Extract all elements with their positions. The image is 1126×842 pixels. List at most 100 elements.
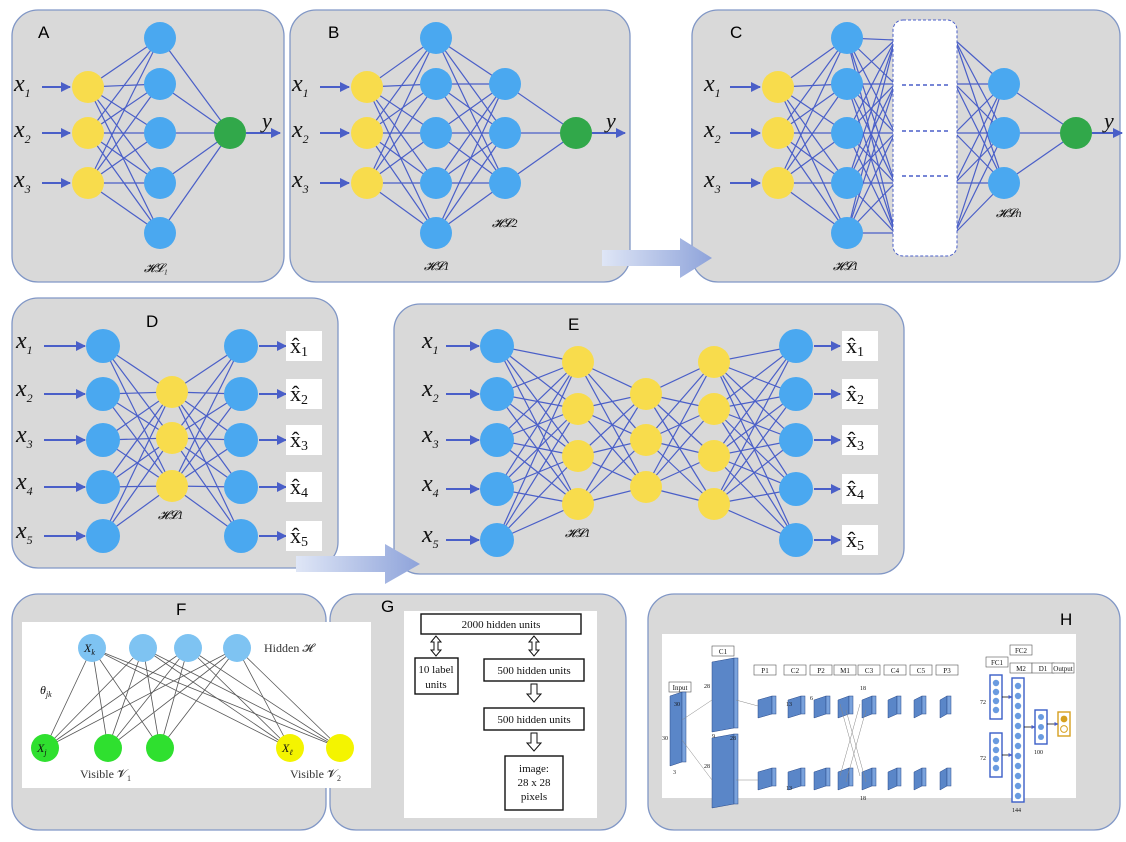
cnn-dim-label: 30 <box>662 736 668 742</box>
cnn-dim-label: 18 <box>860 796 866 802</box>
cnn-label-input: Input <box>673 684 688 692</box>
cnn-block-top <box>813 695 827 719</box>
hidden-node <box>630 378 662 410</box>
hidden-node <box>562 346 594 378</box>
input-node <box>762 167 794 199</box>
cnn-layer-tag <box>833 664 857 676</box>
edge <box>496 361 579 490</box>
output-node <box>779 523 813 557</box>
edge <box>366 83 437 184</box>
hidden-node <box>831 22 863 54</box>
cnn-label-c1: C1 <box>719 648 728 656</box>
rbm-hidden-label: Hidden 𝓗 <box>264 641 316 655</box>
cnn-dim-label: 28 <box>730 736 736 742</box>
hidden-node <box>156 422 188 454</box>
edge <box>366 37 437 134</box>
edge <box>713 345 797 457</box>
edge <box>159 37 231 134</box>
cnn-block-bottom-side <box>771 767 777 787</box>
cnn-block-bottom <box>813 767 827 791</box>
cnn-layer-tag <box>668 681 692 693</box>
transition-arrow-d-to-e <box>296 544 420 584</box>
hidden-node <box>831 217 863 249</box>
edge <box>846 132 896 234</box>
edge <box>496 361 579 541</box>
edge <box>713 361 797 541</box>
hidden-node <box>831 167 863 199</box>
edge <box>366 86 437 184</box>
cnn-block-bottom <box>939 767 948 791</box>
hidden-node <box>630 424 662 456</box>
cnn-fc-node <box>1014 732 1022 740</box>
input-subscript: 1 <box>433 343 439 357</box>
cnn-fc-node <box>1038 714 1044 720</box>
cnn-fc-node <box>1014 692 1022 700</box>
edge <box>87 37 161 184</box>
rbm-edge <box>187 647 341 749</box>
rbm-edge <box>91 647 161 749</box>
output-label-box <box>286 472 322 502</box>
edge <box>846 39 896 234</box>
hidden-layer-label-b1: 𝓗𝓛1 <box>424 259 450 273</box>
cnn-fc-node <box>1014 722 1022 730</box>
output-subscript: 1 <box>301 345 308 360</box>
dbn-image-box <box>504 755 564 811</box>
edge <box>102 345 173 439</box>
rbm-hidden-node <box>223 634 251 662</box>
output-node <box>560 117 592 149</box>
cnn-layer-tag <box>857 664 881 676</box>
hidden-node <box>144 167 176 199</box>
hidden-node <box>156 470 188 502</box>
dbn-top-label: 2000 hidden units <box>462 619 541 631</box>
hidden-layer-label-b2: 𝓗𝓛2 <box>492 216 518 230</box>
input-subscript: 3 <box>714 182 721 196</box>
cnn-block-bottom-side <box>848 767 854 787</box>
input-subscript: 2 <box>27 391 33 405</box>
edge <box>159 132 231 234</box>
edge <box>777 83 848 184</box>
output-label-box <box>286 331 322 361</box>
cnn-dim-label: 13 <box>786 786 792 792</box>
hidden-node <box>831 68 863 100</box>
cnn-c1-block-top-side <box>733 657 739 729</box>
cnn-fc-node <box>992 688 1000 696</box>
dbn-mid1-label: 500 hidden units <box>497 665 570 677</box>
panel-letter-b: B <box>328 23 339 42</box>
edge <box>713 393 797 505</box>
input-node <box>762 71 794 103</box>
dbn-double-arrow <box>429 635 443 657</box>
hidden-node <box>420 217 452 249</box>
rbm-edge <box>107 647 189 749</box>
edge <box>777 37 848 184</box>
edge <box>713 455 797 541</box>
edge <box>102 391 173 488</box>
cnn-edge <box>735 699 759 707</box>
hidden-layer-label-cn: 𝓗𝓛n <box>996 206 1022 220</box>
hidden-node <box>988 167 1020 199</box>
dbn-label-units-box <box>414 657 459 695</box>
cnn-label-layer: P1 <box>761 667 769 675</box>
rbm-node-sub: j <box>43 748 47 757</box>
output-node <box>224 377 258 411</box>
edge <box>577 393 647 505</box>
cnn-label-layer: P3 <box>943 667 951 675</box>
hidden-node <box>988 117 1020 149</box>
output-subscript: 3 <box>857 439 864 454</box>
hidden-node <box>420 68 452 100</box>
hidden-node <box>420 167 452 199</box>
cnn-fc-node <box>992 764 1000 772</box>
rbm-visible2-node <box>276 734 304 762</box>
cnn-dim-label: 9 <box>712 734 715 740</box>
hidden-node <box>630 471 662 503</box>
cnn-dim-label: 13 <box>786 702 792 708</box>
hidden-node <box>988 68 1020 100</box>
edge <box>954 39 1005 184</box>
input-subscript: 2 <box>715 132 721 146</box>
cnn-dim-label: 3 <box>673 770 676 776</box>
edge <box>496 408 579 541</box>
output-label: y <box>604 108 616 133</box>
cnn-fc-node <box>992 746 1000 754</box>
rbm-edge <box>142 647 341 749</box>
hidden-node <box>562 393 594 425</box>
transition-arrow-b-to-c <box>602 238 712 278</box>
